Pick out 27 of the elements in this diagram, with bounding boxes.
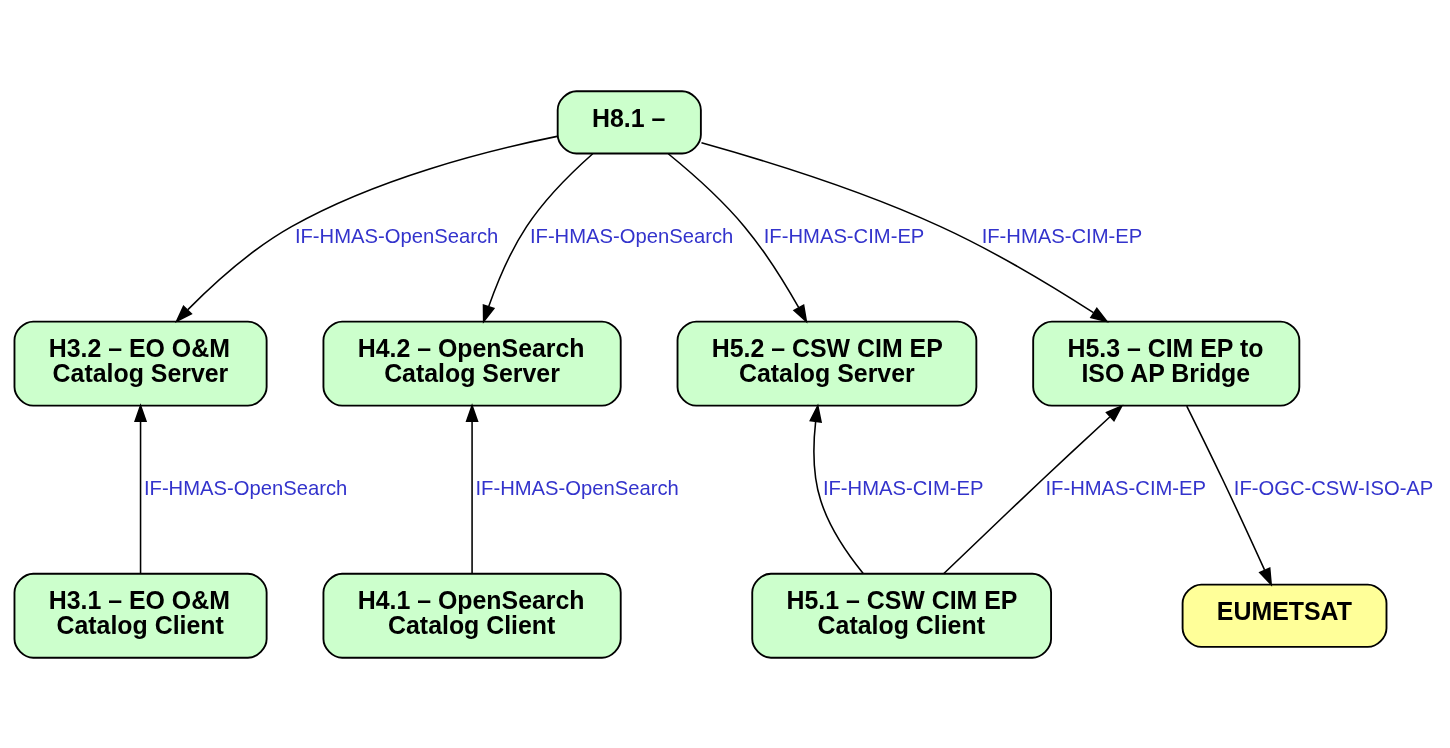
node-box: EUMETSAT [1181, 583, 1388, 648]
node-box: H5.3 – CIM EP to ISO AP Bridge [1032, 320, 1301, 407]
arrow [700, 141, 1109, 323]
node-box: H4.1 – OpenSearch Catalog Client [322, 572, 622, 659]
node-box: H3.1 – EO O&M Catalog Client [13, 572, 268, 659]
arrow [465, 402, 479, 574]
arrow [134, 402, 148, 574]
arrow [1185, 404, 1273, 587]
edge-label: IF-HMAS-CIM-EP [981, 224, 1143, 247]
edge-label: IF-HMAS-OpenSearch [529, 224, 734, 247]
edge-label: IF-HMAS-OpenSearch [294, 224, 499, 247]
arrow [942, 403, 1124, 574]
node-box: H3.2 – EO O&M Catalog Server [13, 320, 268, 407]
node-box: H5.2 – CSW CIM EP Catalog Server [676, 320, 978, 407]
node-box: H8.1 – [556, 89, 702, 154]
edge-label: IF-HMAS-CIM-EP [822, 476, 984, 499]
node-box: H5.1 – CSW CIM EP Catalog Client [751, 572, 1052, 659]
arrow [174, 135, 558, 323]
arrow [809, 403, 864, 574]
edge-label: IF-HMAS-OpenSearch [475, 476, 679, 499]
edge-label: IF-HMAS-OpenSearch [143, 476, 348, 499]
arrow [482, 152, 594, 324]
edge-label: IF-HMAS-CIM-EP [763, 224, 925, 247]
edge-label: IF-OGC-CSW-ISO-AP [1233, 476, 1434, 499]
node-box: H4.2 – OpenSearch Catalog Server [322, 320, 622, 407]
arrow [667, 152, 808, 324]
edge-label: IF-HMAS-CIM-EP [1045, 476, 1207, 499]
